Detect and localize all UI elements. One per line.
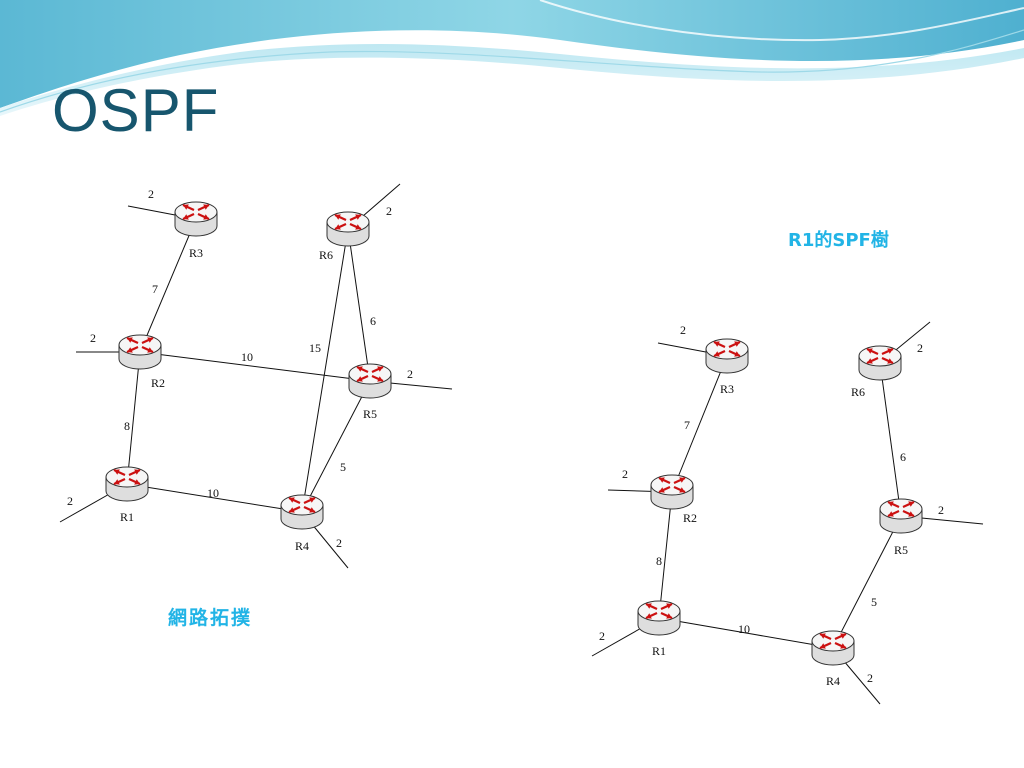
link-r3-r2 bbox=[139, 218, 197, 353]
router-r3 bbox=[174, 201, 218, 237]
router-label: R5 bbox=[894, 543, 908, 557]
router-r5 bbox=[879, 498, 923, 534]
link-r4-r5 bbox=[301, 380, 371, 513]
router-label: R6 bbox=[319, 248, 333, 262]
stub-cost-label: 2 bbox=[622, 467, 628, 481]
stub-cost-label: 2 bbox=[67, 494, 73, 508]
router-r4 bbox=[811, 630, 855, 666]
topology-caption: 網路拓撲 bbox=[168, 607, 253, 629]
router-label: R1 bbox=[120, 510, 134, 524]
stub-cost-label: 2 bbox=[386, 204, 392, 218]
link-r2-r1 bbox=[658, 491, 673, 619]
router-r2 bbox=[118, 334, 162, 370]
stub-cost-label: 2 bbox=[867, 671, 873, 685]
link-r3-r2 bbox=[671, 355, 728, 493]
router-label: R4 bbox=[826, 674, 840, 688]
link-r1-r4 bbox=[126, 483, 303, 513]
router-label: R2 bbox=[151, 376, 165, 390]
router-label: R4 bbox=[295, 539, 309, 553]
router-r1 bbox=[637, 600, 681, 636]
link-r2-r1 bbox=[126, 351, 141, 485]
slide-title: OSPF bbox=[52, 77, 220, 144]
router-r6 bbox=[326, 211, 370, 247]
link-cost-label: 10 bbox=[738, 622, 750, 636]
link-r6-r5 bbox=[347, 228, 371, 382]
link-r6-r5 bbox=[879, 362, 902, 517]
link-r4-r6 bbox=[301, 228, 349, 513]
router-r6 bbox=[858, 345, 902, 381]
link-r1-r4 bbox=[658, 617, 834, 649]
router-r2 bbox=[650, 474, 694, 510]
link-cost-label: 6 bbox=[370, 314, 376, 328]
stub-cost-label: 2 bbox=[148, 187, 154, 201]
link-cost-label: 15 bbox=[309, 341, 321, 355]
router-label: R5 bbox=[363, 407, 377, 421]
router-label: R3 bbox=[720, 382, 734, 396]
link-cost-label: 5 bbox=[871, 595, 877, 609]
stub-cost-label: 2 bbox=[599, 629, 605, 643]
stub-cost-label: 2 bbox=[90, 331, 96, 345]
link-r2-r5 bbox=[139, 351, 371, 382]
router-label: R6 bbox=[851, 385, 865, 399]
stub-cost-label: 2 bbox=[407, 367, 413, 381]
router-label: R2 bbox=[683, 511, 697, 525]
router-r4 bbox=[280, 494, 324, 530]
slide-header-wave bbox=[0, 0, 1024, 116]
stub-cost-label: 2 bbox=[336, 536, 342, 550]
router-label: R1 bbox=[652, 644, 666, 658]
router-r3 bbox=[705, 338, 749, 374]
link-cost-label: 7 bbox=[684, 418, 690, 432]
stub-cost-label: 2 bbox=[938, 503, 944, 517]
link-cost-label: 8 bbox=[656, 554, 662, 568]
link-cost-label: 8 bbox=[124, 419, 130, 433]
link-cost-label: 6 bbox=[900, 450, 906, 464]
link-cost-label: 10 bbox=[207, 486, 219, 500]
router-label: R3 bbox=[189, 246, 203, 260]
link-cost-label: 10 bbox=[241, 350, 253, 364]
link-cost-label: 5 bbox=[340, 460, 346, 474]
stub-cost-label: 2 bbox=[917, 341, 923, 355]
router-r5 bbox=[348, 363, 392, 399]
link-r4-r5 bbox=[832, 515, 902, 649]
router-r1 bbox=[105, 466, 149, 502]
spf-tree-caption: R1的SPF樹 bbox=[788, 230, 889, 251]
stub-cost-label: 2 bbox=[680, 323, 686, 337]
link-cost-label: 7 bbox=[152, 282, 158, 296]
